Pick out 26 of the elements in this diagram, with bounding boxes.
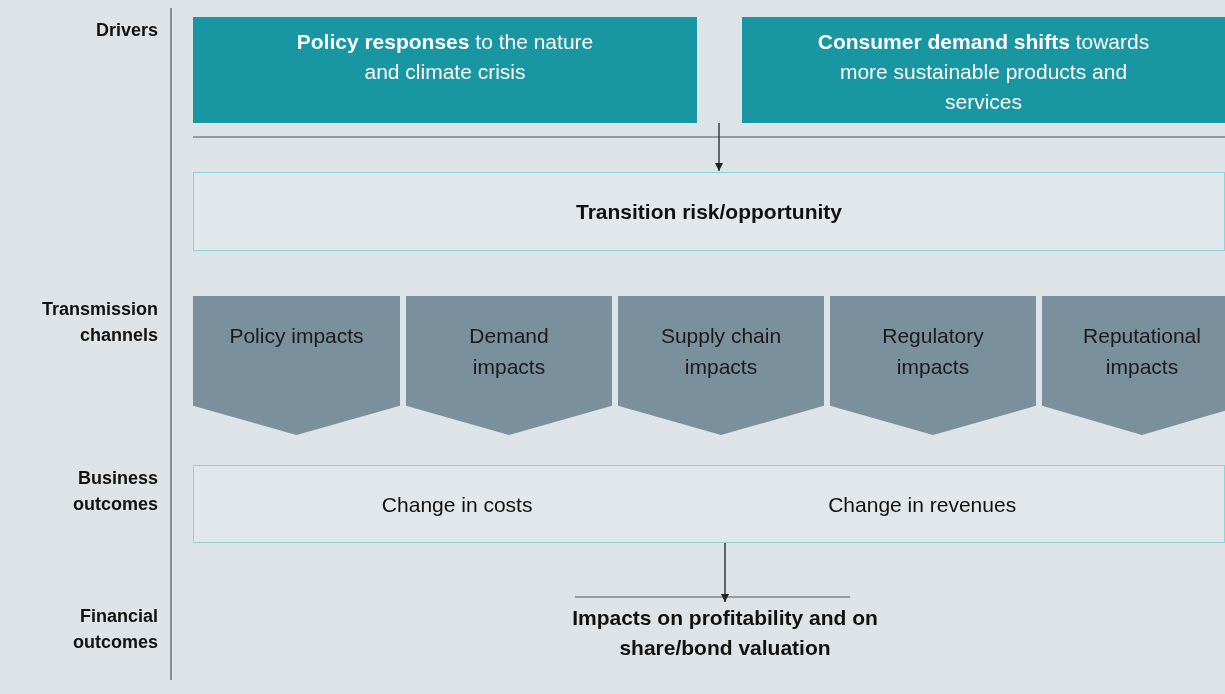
risk-box	[193, 172, 1225, 251]
node-text: Regulatory impacts	[881, 323, 985, 380]
node-text: Policy impacts	[229, 323, 364, 349]
node-text: Reputational impacts	[1082, 323, 1202, 380]
node-text: Demand impacts	[468, 323, 550, 380]
row-label: Transmission channels	[40, 298, 158, 347]
chevron-shape	[1042, 296, 1225, 435]
chevron-shape	[406, 296, 612, 435]
node-text: Change in revenues	[828, 491, 1017, 518]
node-text: Consumer demand shifts towards more sustainable products and services	[816, 29, 1151, 115]
row-label: Business outcomes	[71, 467, 158, 516]
driver-box	[742, 17, 1225, 123]
node-text: Supply chain impacts	[659, 323, 783, 380]
node-text: Transition risk/opportunity	[576, 199, 842, 225]
arrow	[721, 542, 729, 603]
node-text: Change in costs	[381, 491, 533, 518]
driver-box	[193, 17, 697, 123]
node-text: Policy responses to the nature and climate crisis	[295, 29, 595, 85]
chevron-shape	[193, 296, 400, 435]
outcome-box	[193, 465, 1225, 543]
row-label: Drivers	[94, 19, 158, 42]
arrow	[715, 122, 723, 172]
chevron-shape	[618, 296, 824, 435]
node-text: Impacts on profitability and on share/bond valuation	[572, 605, 878, 661]
row-label: Financial outcomes	[71, 605, 158, 654]
chevron-shape	[830, 296, 1036, 435]
